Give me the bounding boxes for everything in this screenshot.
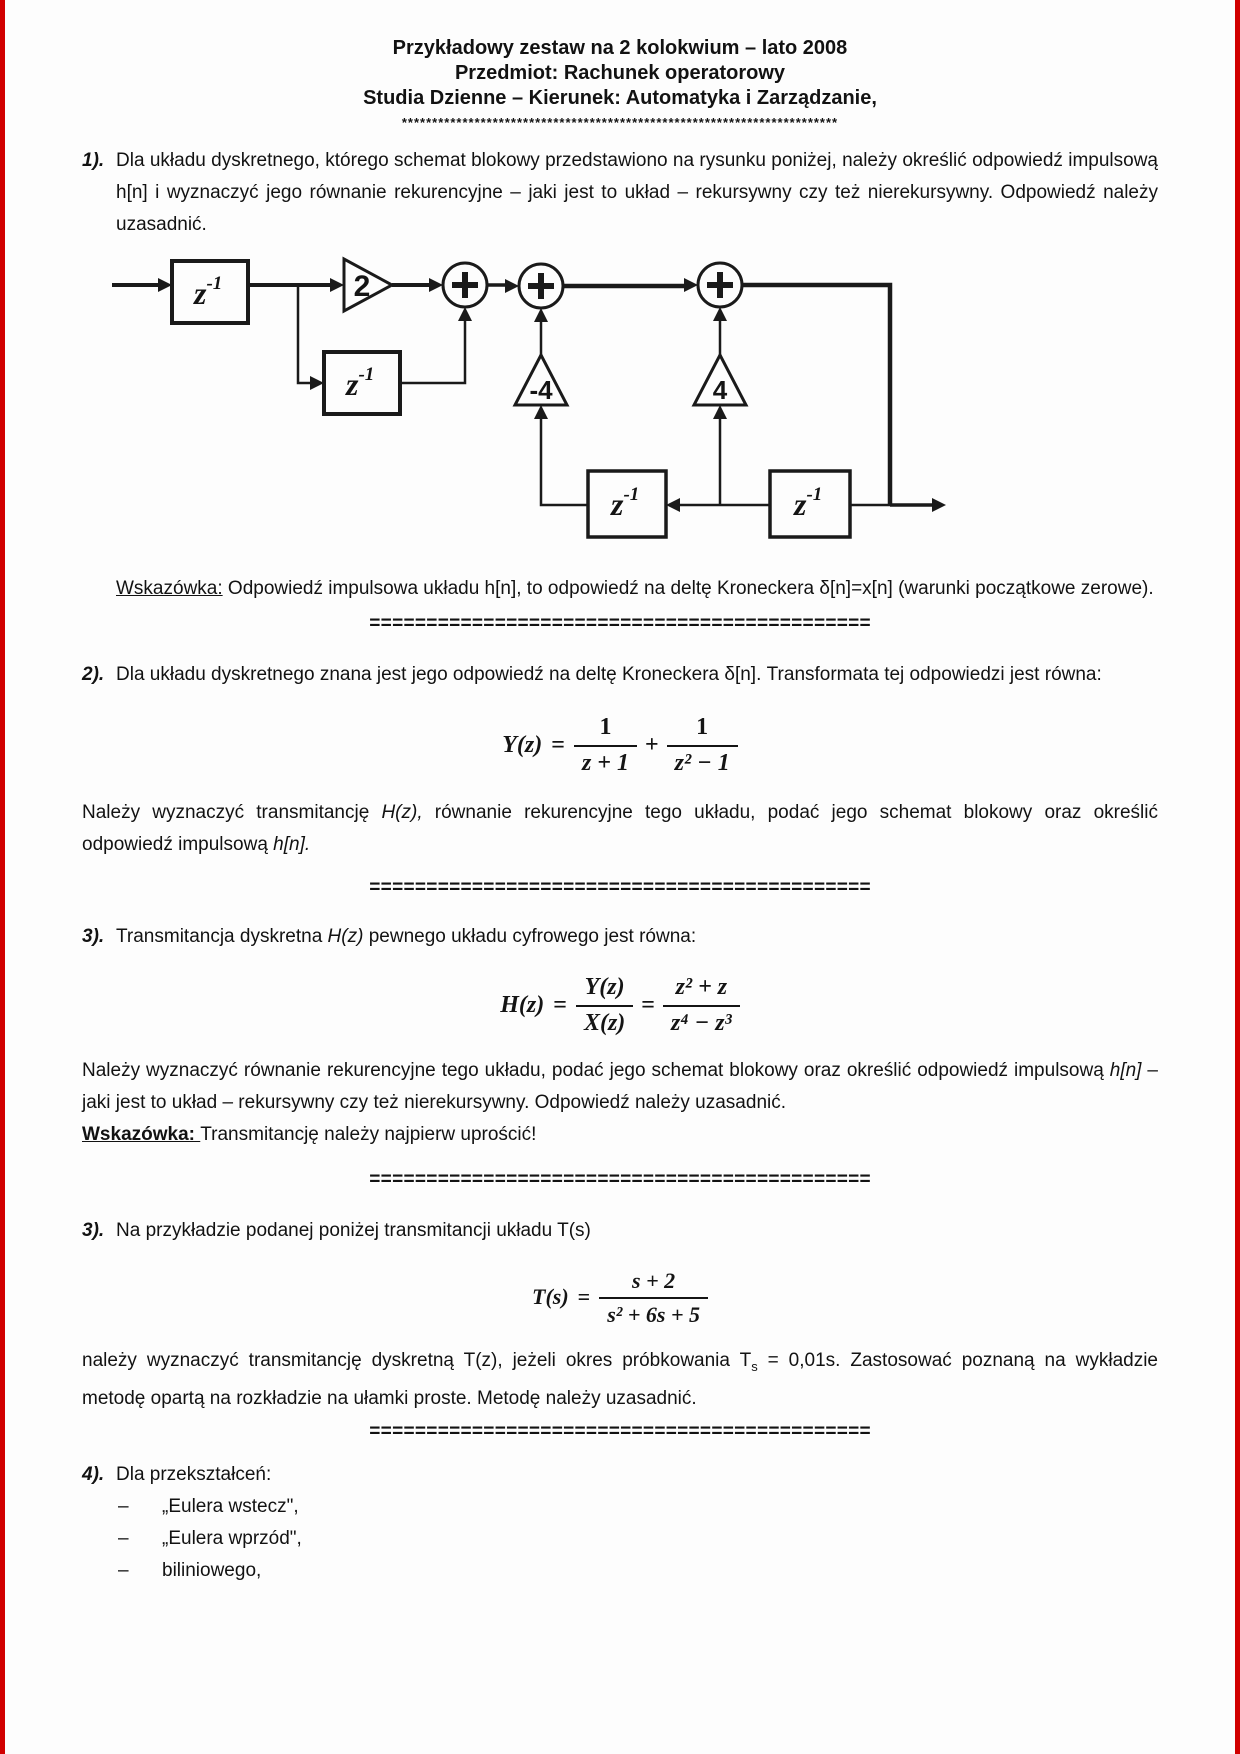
feedback-line <box>742 282 893 505</box>
section-separator: ========================================… <box>369 1169 871 1192</box>
arrow-into-sum3 <box>684 278 698 292</box>
arrow-gain4-into-sum3 <box>713 307 727 321</box>
plus-icon <box>452 272 733 299</box>
problem-2-text: Dla układu dyskretnego znana jest jego o… <box>116 664 1102 685</box>
arrow-into-gain4 <box>713 405 727 419</box>
problem-3a: 3). Transmitancja dyskretna H(z) pewnego… <box>82 921 1158 953</box>
list-item: – biliniowego, <box>108 1555 1158 1587</box>
hint-label: Wskazówka: <box>116 578 223 599</box>
doc-title-line1: Przykładowy zestaw na 2 kolokwium – lato… <box>392 37 848 59</box>
problem-3a-hint: Wskazówka: Transmitancję należy najpierw… <box>82 1119 1158 1151</box>
arrow-gainm4-into-sum2 <box>534 308 548 322</box>
hint-text: Transmitancję należy najpierw uprościć! <box>200 1124 537 1146</box>
problem-3b-text: Na przykładzie podanej poniżej transmita… <box>116 1220 591 1242</box>
problem-4: 4). Dla przekształceń: <box>82 1459 1158 1491</box>
fraction: Y(z)X(z) <box>575 973 634 1037</box>
transform-list: – „Eulera wstecz", – „Eulera wprzód", – … <box>108 1491 1158 1587</box>
gain-minus4-label: -4 <box>529 375 553 405</box>
problem-1: 1). Dla układu dyskretnego, którego sche… <box>82 145 1158 241</box>
line-delay2-to-sum1 <box>400 319 467 385</box>
section-separator: ========================================… <box>369 877 871 900</box>
branch-to-delay2 <box>296 285 312 385</box>
list-item-label: biliniowego, <box>162 1559 262 1581</box>
subscript-s: s <box>751 1358 758 1374</box>
arrow-into-gainm4 <box>534 405 548 419</box>
dash-marker: – <box>118 1527 129 1549</box>
problem-3a-task: Należy wyznaczyć równanie rekurencyjne t… <box>82 1060 1158 1114</box>
input-arrow <box>158 278 172 292</box>
delay-block-3 <box>586 469 668 539</box>
arrow-into-sum2 <box>505 279 519 293</box>
hint-text: Odpowiedź impulsowa układu h[n], to odpo… <box>222 578 1154 599</box>
delay-block-4 <box>768 469 852 539</box>
dash-marker: – <box>118 1495 129 1517</box>
list-item-label: „Eulera wprzód", <box>162 1527 302 1549</box>
doc-title-line2: Przedmiot: Rachunek operatorowy <box>454 62 786 84</box>
output-arrow <box>932 498 946 512</box>
arrow-delay2-into-sum1 <box>458 307 472 321</box>
list-item-label: „Eulera wstecz", <box>162 1495 299 1517</box>
block-diagram: z-1 z-1 z-1 z-1 2 -4 4 <box>112 256 946 539</box>
page-edge-right <box>1235 0 1240 1754</box>
problem-3b-task: należy wyznaczyć transmitancję dyskretną… <box>82 1349 1158 1409</box>
gain-4-label: 4 <box>713 375 728 405</box>
problem-3a-number: 3). <box>82 926 105 948</box>
formula-lhs: Y(z) <box>502 731 543 758</box>
delay-4-label: z-1 <box>793 484 822 522</box>
page-edge-left <box>0 0 5 1754</box>
problem-4-number: 4). <box>82 1463 105 1485</box>
dash-marker: – <box>118 1559 129 1581</box>
section-separator: ========================================… <box>369 613 871 635</box>
problem-4-text: Dla przekształceń: <box>116 1463 272 1485</box>
problem-3a-text: Transmitancja dyskretna H(z) pewnego ukł… <box>116 926 697 948</box>
delay-2-label: z-1 <box>345 364 374 402</box>
problem-2-task: Należy wyznaczyć transmitancję H(z), rów… <box>82 802 1158 856</box>
arrow-into-gain2 <box>330 278 344 292</box>
doc-title-line3: Studia Dzienne – Kierunek: Automatyka i … <box>363 87 877 109</box>
section-separator: ========================================… <box>369 1420 871 1443</box>
arrow-into-sum1 <box>429 278 443 292</box>
delay-block-1 <box>170 259 250 325</box>
list-item: – „Eulera wstecz", <box>108 1491 1158 1523</box>
problem-3b-number: 3). <box>82 1220 105 1242</box>
arrow-into-delay3 <box>666 498 680 512</box>
delay-1-label: z-1 <box>193 273 222 311</box>
hint-label: Wskazówka: <box>82 1124 201 1146</box>
problem-3b: 3). Na przykładzie podanej poniżej trans… <box>82 1215 1158 1247</box>
document-header: Przykładowy zestaw na 2 kolokwium – lato… <box>82 36 1158 132</box>
arrow-into-delay2 <box>310 376 324 390</box>
gain-2-label: 2 <box>354 270 371 303</box>
problem-2-number: 2). <box>82 664 105 685</box>
problem-1-hint: Wskazówka: Odpowiedź impulsowa układu h[… <box>116 573 1158 605</box>
problem-1-number: 1). <box>82 150 105 171</box>
list-item: – „Eulera wprzód", <box>108 1523 1158 1555</box>
stars-divider: ****************************************… <box>401 115 839 130</box>
line-delay3-to-gainm4 <box>539 417 588 507</box>
problem-1-text: Dla układu dyskretnego, którego schemat … <box>116 150 1158 235</box>
problem-2: 2). Dla układu dyskretnego znana jest je… <box>82 659 1158 691</box>
delay-3-label: z-1 <box>610 484 639 522</box>
